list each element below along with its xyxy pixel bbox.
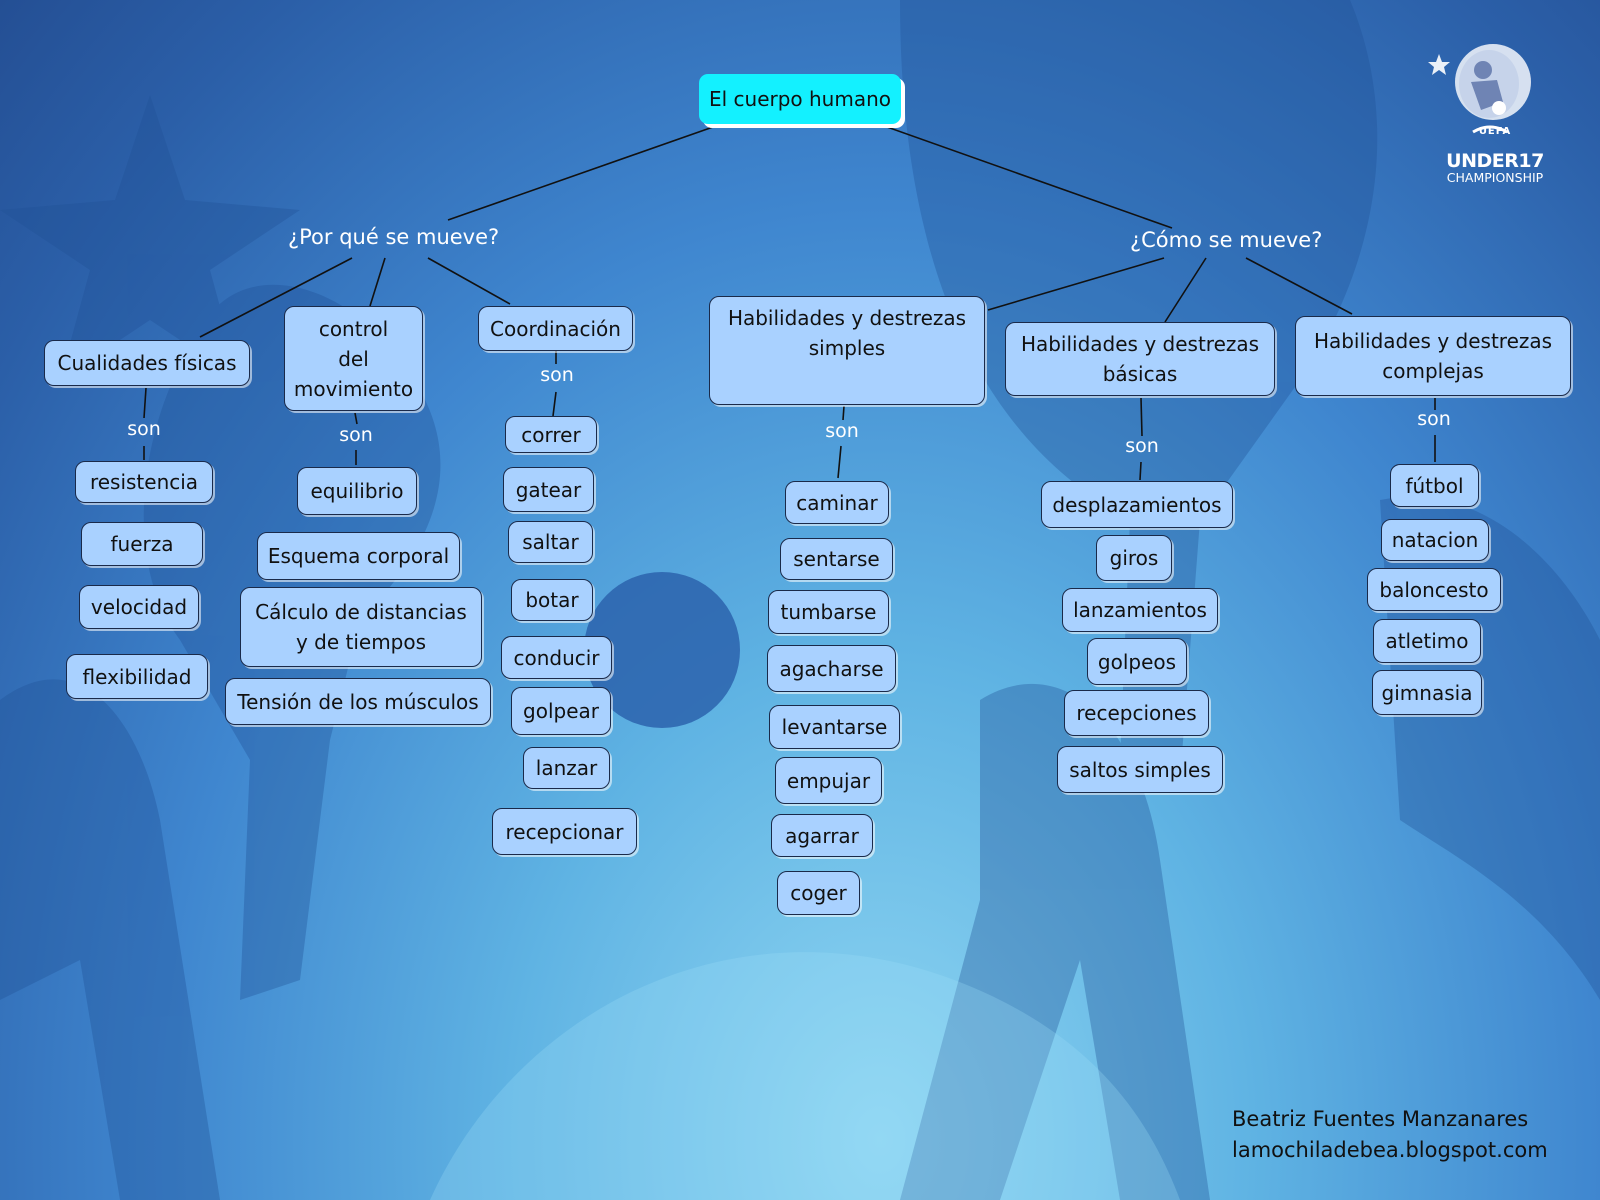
footer-site: lamochiladebea.blogspot.com [1232, 1138, 1548, 1162]
uefa-under17-logo [1428, 44, 1531, 134]
node-baloncesto: baloncesto [1367, 568, 1501, 611]
label-son: son [825, 420, 859, 442]
node-correr: correr [505, 416, 597, 453]
edge-son-caminar [837, 445, 842, 479]
node-fuerza: fuerza [81, 522, 203, 566]
node-calculo-distancias: Cálculo de distancias y de tiempos [240, 587, 482, 667]
node-resistencia: resistencia [75, 461, 213, 503]
node-gimnasia: gimnasia [1372, 670, 1482, 715]
label-son: son [339, 424, 373, 446]
logo-championship-text: CHAMPIONSHIP [1446, 170, 1544, 185]
label-son: son [540, 364, 574, 386]
node-giros: giros [1096, 535, 1172, 581]
logo-uefa-text: UEFA [1478, 126, 1512, 137]
edge-left-cualidades [199, 257, 353, 338]
node-tension-musculos: Tensión de los músculos [225, 678, 491, 725]
node-futbol: fútbol [1390, 464, 1479, 507]
node-saltos-simples: saltos simples [1057, 746, 1223, 793]
logo-under17-text: UNDER17 [1446, 150, 1544, 172]
node-lanzar: lanzar [523, 747, 610, 789]
footer-credit: Beatriz Fuentes Manzanares lamochiladebe… [1232, 1104, 1548, 1166]
edge-simples-son [842, 405, 845, 421]
edge-root-left [447, 126, 714, 221]
node-coger: coger [777, 871, 860, 915]
label-son: son [1125, 435, 1159, 457]
question-right: ¿Cómo se mueve? [1130, 228, 1323, 252]
root-node: El cuerpo humano [699, 74, 901, 124]
node-esquema-corporal: Esquema corporal [257, 532, 460, 580]
node-flexibilidad: flexibilidad [66, 654, 208, 699]
node-tumbarse: tumbarse [768, 590, 889, 634]
edge-right-complejas [1245, 257, 1353, 315]
edge-son-correr [552, 391, 557, 417]
node-caminar: caminar [785, 481, 889, 524]
node-agacharse: agacharse [767, 645, 896, 692]
node-saltar: saltar [508, 521, 593, 563]
node-atletimo: atletimo [1373, 619, 1481, 663]
edge-son-desplazamientos [1139, 461, 1142, 481]
edge-left-coordinacion [427, 257, 511, 305]
question-left: ¿Por qué se mueve? [288, 225, 500, 249]
edge-basicas-son [1140, 397, 1143, 437]
node-habilidades-simples: Habilidades y destrezas simples [709, 296, 985, 405]
label-son: son [127, 418, 161, 440]
node-empujar: empujar [775, 757, 882, 804]
node-recepcionar: recepcionar [492, 808, 637, 855]
node-velocidad: velocidad [79, 585, 199, 629]
node-gatear: gatear [503, 467, 594, 512]
node-desplazamientos: desplazamientos [1041, 481, 1233, 528]
edge-cualidades-son [143, 387, 147, 419]
edge-control-son [354, 412, 358, 425]
node-conducir: conducir [501, 636, 612, 679]
node-equilibrio: equilibrio [297, 467, 417, 515]
node-sentarse: sentarse [780, 538, 893, 580]
node-coordinacion: Coordinación [478, 306, 633, 351]
node-recepciones: recepciones [1064, 690, 1209, 736]
node-lanzamientos: lanzamientos [1062, 588, 1218, 632]
node-golpear: golpear [511, 687, 611, 735]
label-son: son [1417, 408, 1451, 430]
node-golpeos: golpeos [1087, 638, 1187, 685]
ball-icon [584, 572, 740, 728]
node-cualidades-fisicas: Cualidades físicas [44, 340, 250, 386]
edge-right-basicas [1164, 257, 1207, 323]
node-natacion: natacion [1381, 519, 1489, 561]
node-control-movimiento: control del movimiento [284, 306, 423, 411]
footer-author: Beatriz Fuentes Manzanares [1232, 1107, 1529, 1131]
edge-left-control [369, 257, 386, 307]
node-botar: botar [511, 579, 593, 621]
node-habilidades-complejas: Habilidades y destrezas complejas [1295, 316, 1571, 396]
node-habilidades-basicas: Habilidades y destrezas básicas [1005, 322, 1275, 396]
edge-root-right [886, 126, 1173, 229]
node-agarrar: agarrar [771, 814, 873, 857]
edge-right-simples [987, 257, 1165, 311]
node-levantarse: levantarse [769, 705, 900, 749]
